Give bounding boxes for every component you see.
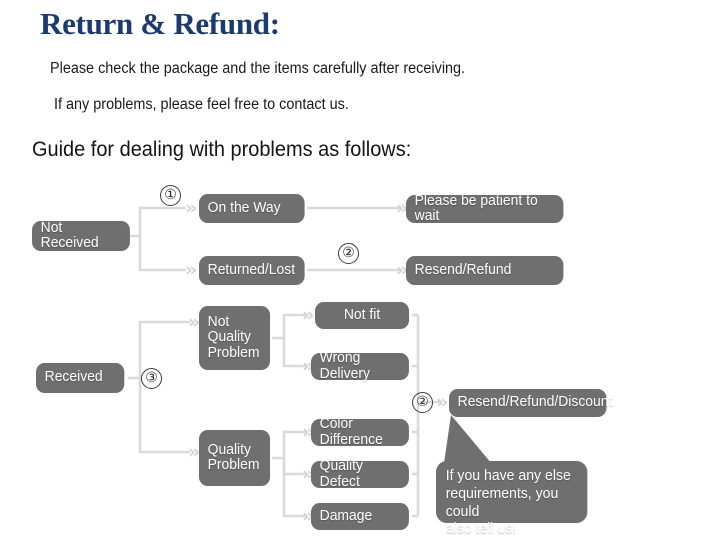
node-color-difference[interactable]: Color Difference — [311, 416, 409, 447]
node-not-received[interactable]: Not Received — [32, 220, 130, 251]
node-resend-refund-discount[interactable]: Resend/Refund/Discount — [449, 389, 612, 417]
node-not-fit[interactable]: Not fit — [315, 302, 410, 329]
node-please-be-patient[interactable]: Please be patient to wait — [406, 193, 564, 224]
arrowhead-quality-problem: » — [188, 441, 201, 463]
arrowhead-on-the-way: » — [185, 197, 198, 219]
node-quality-defect[interactable]: Quality Defect — [311, 458, 409, 489]
callout-bubble: If you have any else requirements, you c… — [436, 461, 588, 537]
step-marker-1: ① — [160, 185, 181, 206]
arrowhead-resend-refund: » — [396, 259, 409, 281]
step-marker-2-bottom: ② — [412, 392, 433, 413]
intro-line-1: Please check the package and the items c… — [50, 60, 466, 77]
arrowhead-not-quality-problem: » — [188, 311, 201, 333]
arrowhead-resend-refund-discount: » — [436, 391, 449, 413]
node-wrong-delivery[interactable]: Wrong Delivery — [311, 350, 409, 381]
node-on-the-way[interactable]: On the Way — [199, 194, 305, 223]
node-not-quality-problem[interactable]: Not Quality Problem — [199, 306, 271, 370]
step-marker-3: ③ — [141, 368, 162, 389]
node-damage[interactable]: Damage — [311, 503, 409, 530]
page-title: Return & Refund: — [40, 6, 280, 41]
arrowhead-not-fit: » — [302, 304, 315, 326]
arrowhead-returned-lost: » — [185, 259, 198, 281]
node-returned-lost[interactable]: Returned/Lost — [199, 256, 305, 285]
node-resend-refund[interactable]: Resend/Refund — [406, 256, 564, 285]
node-quality-problem[interactable]: Quality Problem — [199, 430, 271, 486]
intro-line-2: If any problems, please feel free to con… — [54, 96, 349, 113]
node-received[interactable]: Received — [36, 363, 125, 393]
step-marker-2-top: ② — [338, 243, 359, 264]
guide-heading: Guide for dealing with problems as follo… — [32, 138, 412, 161]
arrowhead-please-wait: » — [396, 197, 409, 219]
